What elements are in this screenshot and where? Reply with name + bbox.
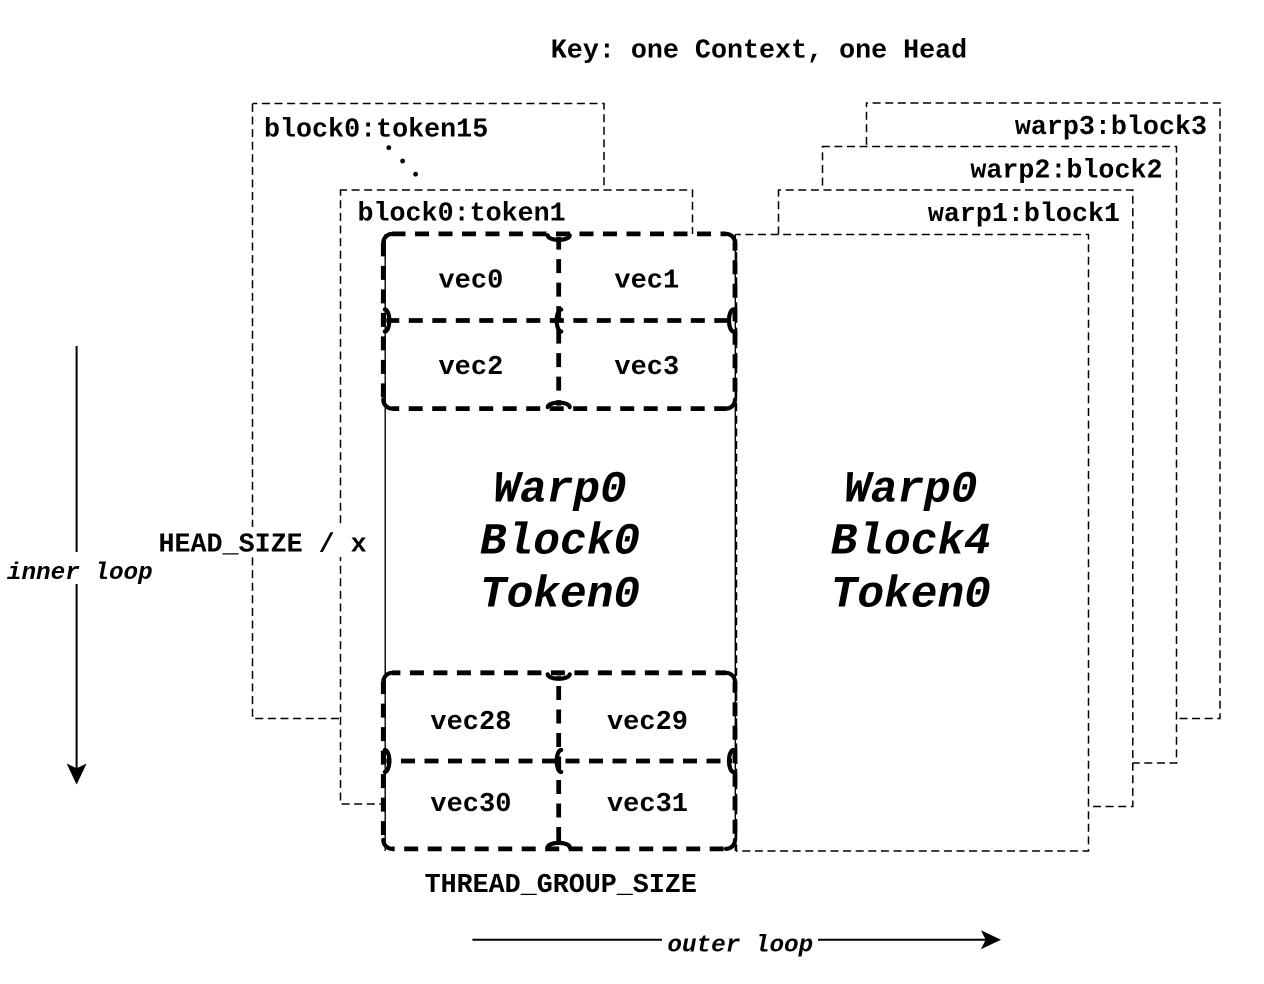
svg-text:Token0: Token0 bbox=[480, 570, 640, 620]
svg-text:Warp0: Warp0 bbox=[844, 465, 978, 515]
svg-text:THREAD_GROUP_SIZE: THREAD_GROUP_SIZE bbox=[425, 871, 697, 901]
svg-text:vec31: vec31 bbox=[607, 790, 688, 820]
svg-text:warp1:block1: warp1:block1 bbox=[928, 200, 1120, 230]
svg-text:warp2:block2: warp2:block2 bbox=[970, 157, 1162, 187]
svg-text:vec2: vec2 bbox=[438, 353, 503, 383]
svg-text:Block4: Block4 bbox=[831, 518, 991, 568]
svg-text:warp3:block3: warp3:block3 bbox=[1015, 113, 1207, 143]
svg-text:Token0: Token0 bbox=[831, 570, 991, 620]
svg-text:block0:token15: block0:token15 bbox=[264, 116, 488, 146]
svg-text:vec3: vec3 bbox=[614, 353, 679, 383]
svg-text:vec28: vec28 bbox=[430, 708, 511, 738]
svg-text:vec1: vec1 bbox=[614, 267, 679, 297]
svg-text:block0:token1: block0:token1 bbox=[358, 200, 566, 230]
svg-text:outer loop: outer loop bbox=[667, 933, 813, 960]
svg-text:vec29: vec29 bbox=[607, 708, 688, 738]
svg-text:inner loop: inner loop bbox=[7, 560, 153, 587]
svg-text:vec0: vec0 bbox=[438, 267, 503, 297]
svg-text:Block0: Block0 bbox=[480, 518, 640, 568]
svg-text:vec30: vec30 bbox=[430, 790, 511, 820]
svg-text:Key: one Context, one Head: Key: one Context, one Head bbox=[551, 37, 967, 67]
svg-text:Warp0: Warp0 bbox=[493, 465, 627, 515]
svg-text:HEAD_SIZE / x: HEAD_SIZE / x bbox=[159, 531, 367, 561]
